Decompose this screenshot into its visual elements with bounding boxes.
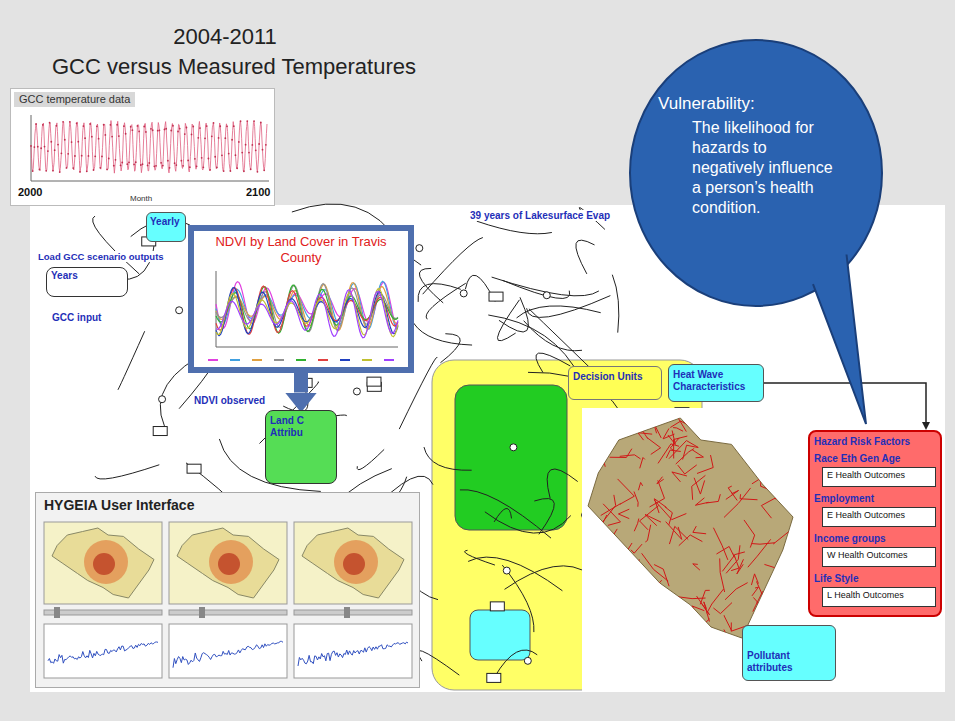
wire [424,447,472,470]
node-text: Load GCC scenario outputs [38,251,164,262]
node-text: NDVI by Land Cover in Travis County [198,234,404,265]
group-label: NDVI observed [192,395,267,406]
county-map [588,418,793,638]
wire [418,650,460,675]
wire [505,566,590,589]
wire [95,465,159,479]
variable-icon [524,657,531,664]
wire [477,221,552,234]
variable-icon [176,307,183,314]
node-text: HYGEIA User Interface [36,493,419,518]
outcome-module: Race Eth Gen Age E Health Outcomes [814,453,936,487]
node-text: Land C [270,415,332,427]
block-arrow [294,373,308,393]
axis-title: Month [128,194,154,203]
variable-icon [159,396,166,403]
node-text: Life Style [814,573,936,585]
wire [423,238,483,295]
stock-icon [367,377,381,386]
process-box: Heat Wave Characteristics [668,364,764,402]
wire [460,490,551,538]
stock-icon [490,602,504,611]
node-text: GCC temperature data [14,92,135,107]
node-subtext: E Health Outcomes [822,467,936,487]
wire [534,498,554,534]
wire [465,550,495,565]
road-network [594,400,795,645]
wire [118,331,145,390]
variable-icon [460,290,467,297]
group-label: GCC input [50,312,103,323]
node-text: Employment [814,493,936,505]
wire [414,323,472,345]
node-text: Race Eth Gen Age [814,453,936,465]
node-text: Yearly [150,216,182,228]
chart-panel: GCC temperature data [10,88,275,206]
wire [576,240,595,274]
group-label: 39 years of Lakesurface Evap [468,210,612,221]
wire [524,321,582,351]
wire [93,216,140,274]
attribute-box: Land CAttribu [265,410,337,484]
axis-label: 2000 [16,186,44,198]
outcome-module: Employment E Health Outcomes [814,493,936,527]
wire [440,334,460,363]
ui-panel: HYGEIA User Interface [35,492,420,688]
slide-title: 2004-2011 [50,24,400,50]
node-text: Income groups [814,533,936,545]
wire [536,353,570,373]
ui-screenshot [36,493,419,687]
variable-icon [543,292,550,299]
chart-panel: NDVI by Land Cover in Travis County [188,225,414,373]
axis-label: 2100 [244,186,272,198]
stock-icon [187,464,201,473]
process-box: Yearly [146,212,186,242]
variable-icon [503,567,510,574]
wire [547,469,578,499]
node-text: Hazard Risk Factors [814,436,936,448]
node-subtext: The likelihood for hazards to negatively… [692,118,842,218]
wire [494,508,511,521]
wire [426,283,466,319]
node-text: Decision Units [573,371,657,383]
wire [517,306,601,318]
wire [488,315,581,379]
slide-subtitle: GCC versus Measured Temperatures [50,54,404,80]
stock-icon [487,673,501,682]
stock-icon [153,427,167,436]
wire [499,297,528,332]
scenario-group: Load GCC scenario outputsYears [38,246,168,297]
wire [485,512,571,533]
variable-icon [416,245,423,252]
wire [357,449,384,469]
node-subtext: W Health Outcomes [822,547,936,567]
wire [527,296,611,318]
process-box: Decision Units [568,366,662,400]
wire [468,557,562,591]
node-subtext: Attribu [270,427,332,439]
variable-icon [353,388,360,395]
cyan-region [470,610,530,660]
flow-arrow [764,383,926,422]
node-subtext: E Health Outcomes [822,507,936,527]
node-text: Vulnerability: [628,38,884,114]
wire [495,650,538,677]
node-text: Heat Wave Characteristics [673,369,759,393]
wire [612,275,619,333]
stock-icon [489,292,503,301]
risk-factor-group: Hazard Risk FactorsRace Eth Gen Age E Hea… [808,430,942,617]
wire [497,300,519,341]
outcome-module: Income groups W Health Outcomes [814,533,936,567]
node-subtext: L Health Outcomes [822,587,936,607]
variable-icon [510,444,517,451]
wire [419,268,443,302]
process-box: Pollutant attributes [742,625,836,681]
outcome-module: Life Style L Health Outcomes [814,573,936,607]
node-subtext: Years [46,267,128,297]
speech-bubble: Vulnerability:The likelihood for hazards… [628,38,884,308]
node-text: Pollutant attributes [747,650,831,674]
